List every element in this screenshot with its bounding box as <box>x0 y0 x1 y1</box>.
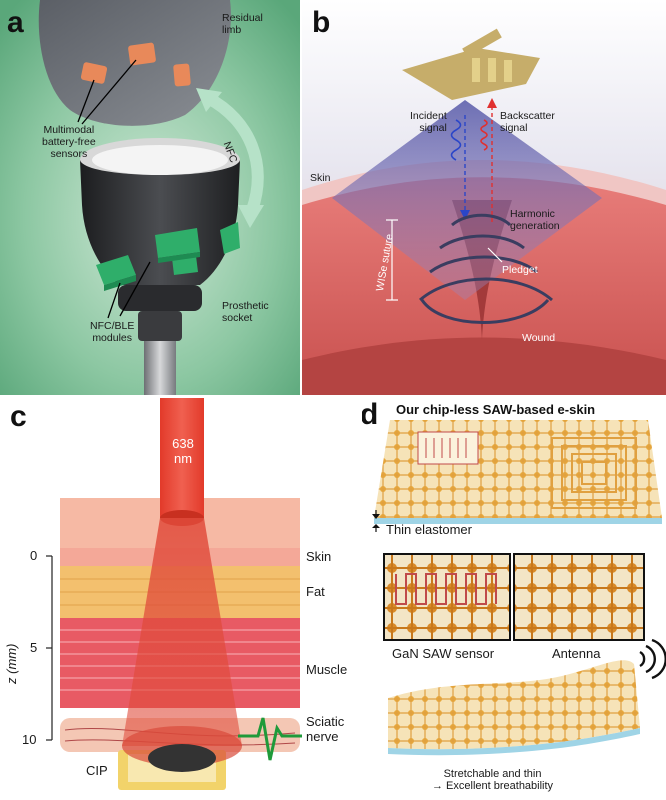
incident-wave <box>450 119 462 161</box>
panel-c-letter: c <box>10 400 27 433</box>
panel-d-illustration <box>372 420 666 756</box>
skin-label: Skin <box>306 549 332 564</box>
gan-saw-sensor-label: GaN SAW sensor <box>392 646 495 661</box>
sensor-patch <box>128 42 156 66</box>
eskin-title: Our chip-less SAW-based e-skin <box>396 402 596 417</box>
antenna-label: Antenna <box>552 646 601 661</box>
wound-label: Wound <box>522 332 556 344</box>
nfc-ble-module <box>96 222 240 285</box>
light-cone <box>122 518 242 746</box>
wireless-icon <box>639 638 666 680</box>
nfc-arrow <box>202 92 264 216</box>
pledget-label: Pledget <box>502 264 538 276</box>
stretchable-footer: Stretchable and thin→ Excellent breathab… <box>432 768 554 792</box>
wise-suture <box>419 213 553 302</box>
socket-pole <box>144 341 176 395</box>
laser-beam <box>160 398 204 518</box>
backscatter-wave <box>480 119 488 151</box>
panel-b-letter: b <box>312 6 331 39</box>
z-tick: 10 <box>22 732 37 747</box>
z-tick: 0 <box>30 548 38 563</box>
sensor-patch <box>80 62 108 84</box>
thin-elastomer-label: Thin elastomer <box>386 522 472 537</box>
saw-sensor-small <box>417 431 479 465</box>
ecg-trace <box>238 717 302 761</box>
spiral-antenna <box>551 437 637 509</box>
z-tick: 5 <box>30 640 38 655</box>
panel-c-illustration <box>46 398 302 790</box>
muscle-label: Muscle <box>306 662 348 677</box>
panel-d-letter: d <box>362 398 379 431</box>
cip-label: CIP <box>86 763 108 778</box>
panel-b-illustration <box>302 0 666 395</box>
eskin-stretched <box>388 660 640 750</box>
panel-d: d Our chip-less SAW-based e-skin Thin el… <box>362 398 666 800</box>
z-axis-label: z (mm) <box>4 643 19 684</box>
antenna-inset <box>513 553 645 641</box>
panel-a-letter: a <box>7 6 24 39</box>
sensor-patch <box>173 63 191 87</box>
fat-label: Fat <box>306 584 325 599</box>
eskin-top <box>374 420 662 518</box>
panel-a-illustration <box>0 0 300 395</box>
signal-beam <box>332 100 602 300</box>
skin-label: Skin <box>310 172 331 184</box>
